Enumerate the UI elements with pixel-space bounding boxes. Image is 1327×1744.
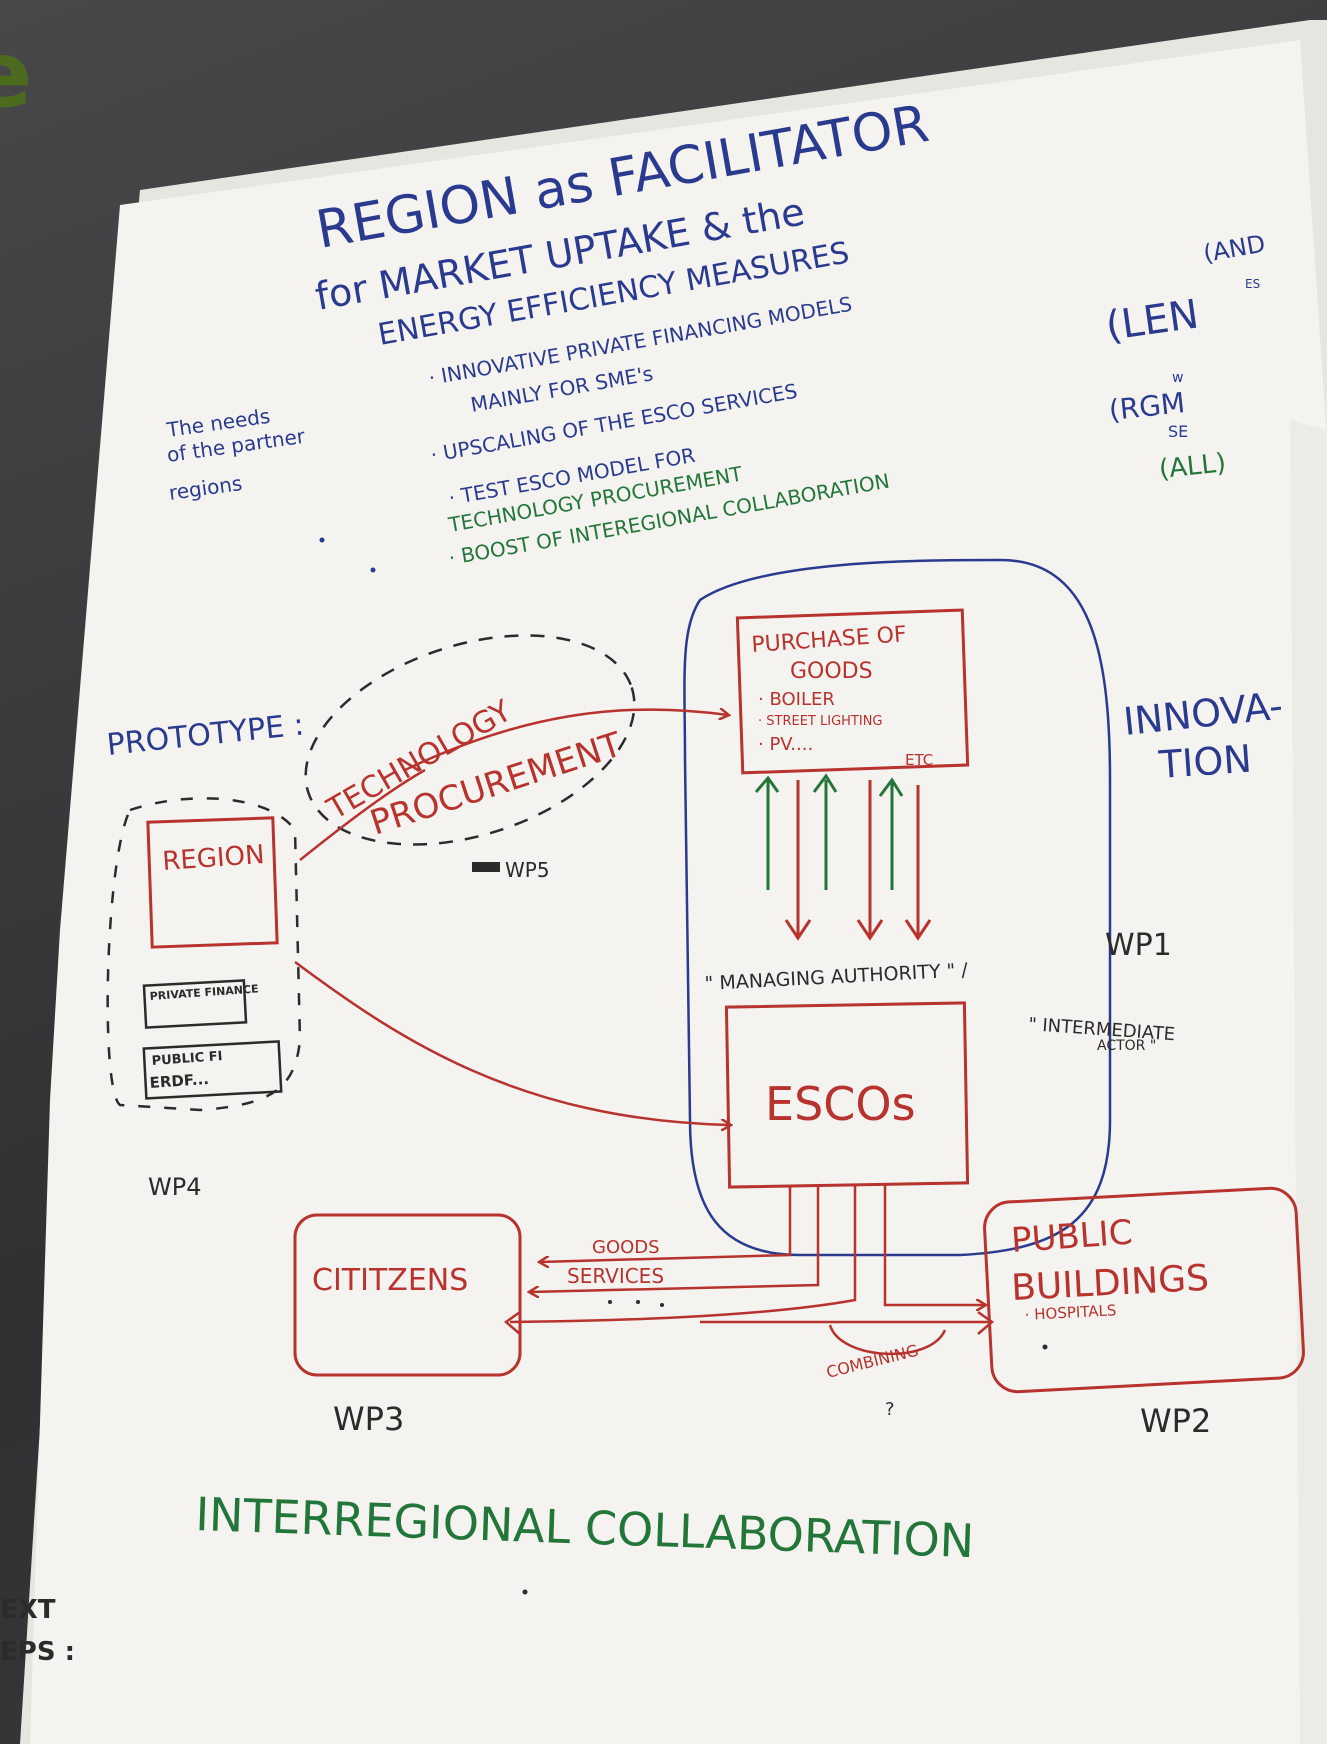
need-4-tag: (ALL) [1158,448,1228,485]
wp4-label: WP4 [148,1173,201,1201]
public-buildings-flow [883,1185,985,1305]
purchase-etc: ETC [905,751,933,769]
combining-question: ? [885,1399,895,1420]
public-finance-box [142,1040,283,1100]
next-steps-line-1: EXT [0,1595,56,1625]
goods-label: GOODS [592,1237,660,1258]
escos-box [724,1001,970,1189]
region-to-tech-arrow [299,768,426,861]
innovation-line-2: TION [1157,737,1254,787]
next-steps-line-2: EPS : [0,1637,75,1667]
combining-arc [828,1324,947,1356]
partial-heading-letter: e [0,20,30,130]
public-buildings-box [983,1186,1305,1394]
citizens-label: CITITZENS [312,1263,468,1298]
technology-dashed-cloud [304,634,636,846]
purchase-goods-box [735,608,970,775]
purchase-item-3: · PV.... [758,734,813,755]
partial-heading-text: e [0,20,30,130]
combining-flow [509,1185,990,1324]
flow-dots [608,1300,664,1307]
hospitals-label: · HOSPITALS [1024,1301,1117,1324]
public-fi-label: PUBLIC FI [151,1049,223,1069]
red-down-arrows [784,780,932,941]
purchase-item-2: · STREET LIGHTING [758,714,883,729]
region-dashed-group [106,797,302,1112]
wp1-label: WP1 [1105,928,1172,963]
intermediate-actor-line-2: ACTOR " [1097,1038,1156,1054]
paper-sheet [30,40,1327,1744]
technology-arrow [404,710,728,772]
region-box [146,816,279,949]
region-to-escos-arrow [294,960,730,1125]
innovation-label: INNOVA- TION [1121,683,1284,787]
citizens-arrowhead [503,1310,521,1335]
need-1-tag-2: ES [1245,277,1260,291]
escos-blue-oval [683,558,1112,1257]
goods-flow [540,1185,792,1262]
bullet-dots [319,537,376,573]
erdf-label: ERDF... [149,1070,210,1092]
buildings-arrowhead [977,1310,995,1335]
escos-label: ESCOs [765,1077,916,1131]
wp3-label: WP3 [333,1400,404,1438]
escos-flow-lines [509,1185,990,1356]
green-up-arrows [754,773,904,890]
need-3-tag: (RGM [1107,386,1186,427]
region-label: REGION [161,840,265,877]
wp5-label: WP5 [505,858,550,882]
buildings-bullet [1042,1344,1048,1350]
wp5-scribble [472,862,500,872]
paper-shadow [1290,420,1327,1744]
services-flow [530,1185,820,1292]
wp2-label: WP2 [1140,1402,1211,1440]
public-buildings-line-1: PUBLIC [1010,1213,1134,1261]
private-finance-box [142,979,248,1029]
services-label: SERVICES [567,1264,664,1288]
need-2-tag-2: w [1172,370,1183,386]
need-3-tag-2: SE [1168,422,1188,441]
citizens-box [293,1213,522,1377]
purchase-item-1: · BOILER [758,689,835,710]
purchase-title-2: GOODS [790,659,873,684]
footer-dot [522,1589,528,1595]
